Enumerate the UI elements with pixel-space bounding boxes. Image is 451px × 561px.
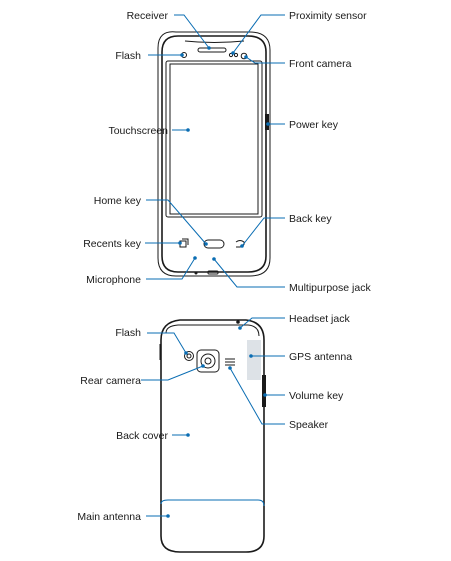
front-top-edge: [184, 40, 245, 43]
headset-jack-port: [236, 320, 240, 324]
label-touchscreen: Touchscreen: [108, 125, 168, 137]
label-multipurpose-jack: Multipurpose jack: [289, 282, 371, 294]
back-phone-rim: [165, 324, 260, 337]
leader-home-key: [146, 199, 207, 245]
leader-headset-jack: [239, 317, 285, 329]
leader-receiver: [174, 14, 210, 49]
proximity-sensor-icon-2: [233, 52, 239, 58]
volume-key-button: [262, 375, 266, 407]
leader-dot: [231, 51, 235, 55]
label-speaker: Speaker: [289, 419, 329, 431]
rear-flash-inner: [186, 353, 192, 359]
label-rear-flash: Flash: [115, 327, 141, 339]
leader-dot: [193, 256, 197, 260]
back-phone-body: [160, 319, 265, 553]
proximity-sensor-icon: [228, 52, 234, 58]
label-proximity-sensor: Proximity sensor: [289, 10, 367, 22]
leader-dot: [240, 244, 244, 248]
home-key-button: [203, 239, 225, 249]
multipurpose-jack-port: [207, 270, 219, 275]
leader-multipurpose-jack: [213, 258, 285, 288]
front-phone-body: [161, 35, 267, 273]
front-phone-inner-edge: [157, 31, 271, 277]
leader-microphone: [146, 257, 196, 280]
label-rear-camera: Rear camera: [80, 375, 141, 387]
rear-camera-housing: [196, 349, 220, 373]
leader-dot: [184, 351, 188, 355]
leader-dot: [178, 241, 182, 245]
leader-dot: [266, 122, 270, 126]
main-antenna-region: [160, 499, 265, 507]
leader-proximity: [232, 14, 285, 54]
leader-front-camera: [245, 56, 285, 64]
label-home-key: Home key: [94, 195, 142, 207]
leader-rear-flash: [147, 332, 187, 354]
leader-speaker: [229, 367, 285, 425]
leader-dot: [212, 257, 216, 261]
label-microphone: Microphone: [86, 274, 141, 286]
label-headset-jack: Headset jack: [289, 313, 350, 325]
label-receiver: Receiver: [127, 10, 169, 22]
leader-dot: [180, 53, 184, 57]
rear-camera-lens: [200, 353, 216, 369]
label-back-cover: Back cover: [116, 430, 168, 442]
label-front-flash: Flash: [115, 50, 141, 62]
label-power-key: Power key: [289, 119, 339, 131]
touchscreen-bezel: [165, 60, 263, 218]
back-view: Flash Headset jack GPS antenna Rear came…: [77, 313, 352, 553]
microphone-hole: [194, 271, 198, 275]
label-main-antenna: Main antenna: [77, 511, 141, 523]
speaker-grille: [225, 358, 235, 366]
leader-back-key: [241, 217, 285, 247]
recents-key-icon: [179, 238, 189, 248]
leader-dot: [166, 514, 170, 518]
label-back-key: Back key: [289, 213, 332, 225]
leader-dot: [244, 55, 248, 59]
label-front-camera: Front camera: [289, 58, 352, 70]
leader-dot: [238, 326, 242, 330]
rear-flash-icon: [184, 351, 194, 361]
leader-dot: [201, 364, 205, 368]
leader-dot: [204, 242, 208, 246]
leader-dot: [207, 46, 211, 50]
label-volume-key: Volume key: [289, 390, 344, 402]
leader-rear-camera: [141, 365, 204, 381]
gps-antenna-region: [247, 340, 261, 380]
leader-dot: [186, 433, 190, 437]
receiver-slot: [197, 47, 227, 53]
label-gps-antenna: GPS antenna: [289, 351, 352, 363]
leader-dot: [263, 393, 267, 397]
rear-camera-lens-inner: [204, 357, 212, 365]
power-key-button: [265, 114, 269, 130]
leader-dot: [186, 128, 190, 132]
leader-dot: [249, 354, 253, 358]
front-view: Receiver Proximity sensor Flash Front ca…: [83, 10, 371, 294]
label-recents-key: Recents key: [83, 238, 142, 250]
touchscreen-area: [169, 63, 259, 215]
leader-dot: [228, 366, 232, 370]
